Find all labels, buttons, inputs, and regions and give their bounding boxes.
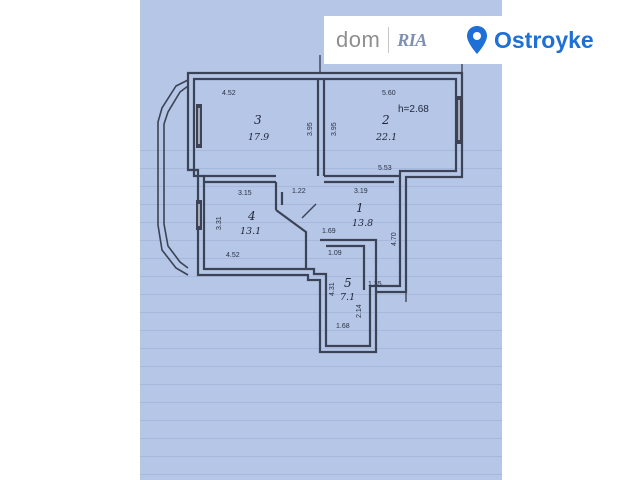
dim-room5-right: 2.14	[356, 304, 363, 318]
dim-room5-top: 1.09	[328, 250, 342, 257]
dim-room5-left: 4.31	[329, 282, 336, 296]
paper-ruled-line	[140, 186, 502, 187]
dom-logo-text: dom	[336, 27, 381, 52]
paper-ruled-line	[140, 456, 502, 457]
room-1-number: 1	[356, 201, 364, 215]
room-5-area: 7.1	[340, 292, 355, 303]
balcony	[157, 79, 189, 276]
paper-ruled-line	[140, 258, 502, 259]
dim-room2-bottom: 5.53	[378, 165, 392, 172]
dim-room3-top: 4.52	[222, 90, 236, 97]
dim-room1-inner: 1.69	[322, 228, 336, 235]
ostroyke-watermark: Ostroyke	[460, 16, 640, 64]
dim-room5-side: 1.35	[368, 281, 382, 288]
paper-ruled-line	[140, 222, 502, 223]
room-5-number: 5	[344, 276, 352, 290]
paper-ruled-line	[140, 366, 502, 367]
dim-room2-left: 3.95	[331, 122, 338, 136]
paper-ruled-line	[140, 150, 502, 151]
dim-room1-right: 4.70	[391, 232, 398, 246]
room-1-area: 13.8	[352, 218, 373, 229]
paper-ruled-line	[140, 168, 502, 169]
floor-plan: h=2.68 3 17.9 2 22.1 4 13.1 1 13.8 5 7.1…	[157, 55, 464, 354]
ceiling-height-label: h=2.68	[398, 104, 429, 115]
dim-corridor-top: 1.22	[292, 188, 306, 195]
dim-room4-bottom: 4.52	[226, 252, 240, 259]
paper-ruled-line	[140, 384, 502, 385]
room-4-area: 13.1	[240, 226, 261, 237]
dim-room5-bottom: 1.68	[336, 323, 350, 330]
dom-ria-watermark: dom RIA	[324, 16, 464, 64]
room-2-area: 22.1	[375, 132, 397, 143]
wall-5	[320, 238, 378, 292]
dim-room4-top: 3.15	[238, 190, 252, 197]
dim-room4-left: 3.31	[216, 216, 223, 230]
dim-room3-right: 3.95	[307, 122, 314, 136]
map-pin-icon	[467, 26, 487, 54]
room-4-number: 4	[247, 209, 256, 223]
dim-room1-top: 3.19	[354, 188, 368, 195]
room-3-number: 3	[254, 113, 262, 127]
room-3-area: 17.9	[248, 132, 269, 143]
ria-logo-text: RIA	[397, 29, 427, 50]
paper-ruled-line	[140, 420, 502, 421]
paper-ruled-line	[140, 474, 502, 475]
dim-room2-top: 5.60	[382, 90, 396, 97]
paper-ruled-line	[140, 402, 502, 403]
inner-wall	[192, 77, 458, 348]
ostroyke-logo-text: Ostroyke	[494, 26, 594, 53]
paper-ruled-line	[140, 204, 502, 205]
door	[301, 203, 317, 219]
room-2-number: 2	[381, 113, 390, 127]
paper-ruled-line	[140, 276, 502, 277]
logo-divider	[388, 27, 390, 53]
paper-ruled-line	[140, 438, 502, 439]
